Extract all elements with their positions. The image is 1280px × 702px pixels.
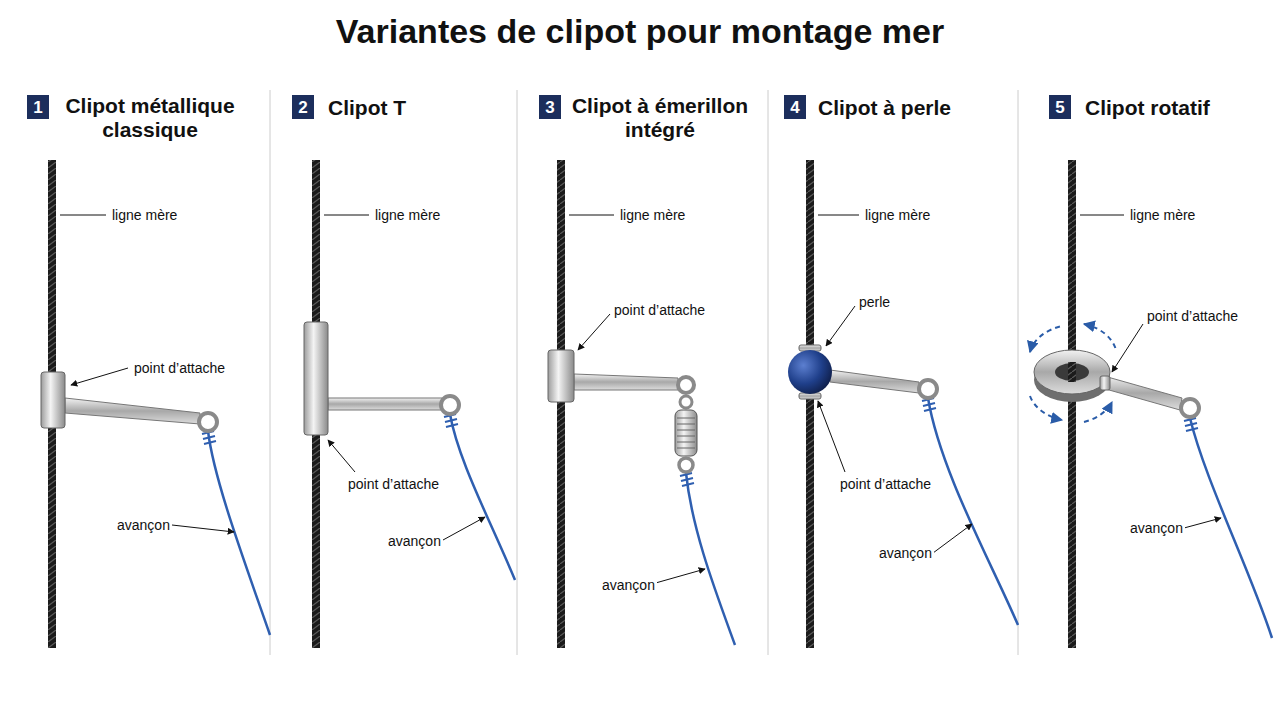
swivel-link [680,396,692,408]
part-label: avançon [1128,520,1185,536]
swivel-knurl [677,418,695,448]
panel-heading: Clipot rotatif [1085,96,1210,120]
part-label: perle [857,294,892,310]
clip-ring [919,380,937,398]
callout-leader [818,215,859,216]
rotation-arrow [1030,326,1062,352]
leader-line [928,398,1018,625]
callout-number-text: 1 [33,99,42,116]
callout-number: 5 [1049,95,1071,119]
divider [768,90,769,655]
rotation-arrow [1030,396,1062,420]
panel-heading: Clipot métallique classique [55,94,245,142]
diagram-title: Variantes de clipot pour montage mer [0,12,1280,51]
part-label: avançon [386,533,443,549]
main-line [1068,160,1076,648]
clip-sleeve [41,372,65,428]
part-label: avançon [115,517,172,533]
callout-number-text: 4 [790,99,799,116]
callout-leader [569,215,614,216]
panel-heading: Clipot T [328,96,406,120]
divider [270,90,271,655]
part-label: ligne mère [618,207,687,223]
leader-line [1190,418,1272,638]
rotation-arrow [1084,402,1112,422]
part-label: point d’attache [1145,308,1240,324]
part-label: ligne mère [1128,207,1197,223]
part-label: ligne mère [373,207,442,223]
swivel-ring-hole [1055,363,1089,381]
main-line [806,160,814,648]
swivel-ring [1034,350,1110,394]
callout-leader [443,517,485,540]
leader-line [208,431,270,635]
leader-line [450,414,515,580]
clip-arm [830,370,919,393]
clip-ring [1181,399,1199,417]
callout-number: 4 [784,95,806,119]
clip-t [304,160,515,648]
clip-ring [441,396,459,414]
clip-arm [328,398,442,410]
part-label: point d’attache [838,476,933,492]
leader-line [686,473,735,645]
part-label: avançon [600,577,657,593]
part-label: point d’attache [132,360,227,376]
clip-ring [678,377,694,393]
swivel-barrel [675,410,697,456]
panel-heading: Clipot à émerillon intégré [565,94,755,142]
clip-arm [1102,376,1182,410]
clip-sleeve [304,322,328,435]
clip-ring [199,413,217,431]
clip-arm [574,374,678,390]
callout-leader [826,306,855,346]
clip-hinge [1100,376,1110,390]
rotation-arrow [1084,324,1116,350]
callout-number: 1 [27,95,49,119]
callout-number-text: 5 [1055,99,1064,116]
main-line [1068,362,1076,382]
callout-leader [172,525,234,532]
callout-leader [818,401,845,472]
callout-leader [652,569,705,584]
line-wrap [680,473,694,486]
part-label: avançon [877,545,934,561]
clip-swivel [548,160,735,648]
bead [788,350,832,394]
callout-number-text: 3 [545,99,554,116]
part-label: point d’attache [612,302,707,318]
clip-bead [788,160,1018,648]
panel-dividers [270,90,1018,655]
callout-leader [324,215,369,216]
divider [1018,90,1019,655]
clip-sleeve [548,350,574,402]
divider [517,90,518,655]
callout-number: 3 [539,95,561,119]
part-label: point d’attache [346,476,441,492]
callout-leader [328,440,355,472]
callout-leader [578,314,610,350]
callout-leader [933,524,972,553]
panel-heading: Clipot à perle [818,96,951,120]
callout-number: 2 [292,95,314,119]
callout-leader [1112,324,1143,372]
part-label: ligne mère [863,207,932,223]
clip-rotating [1030,160,1272,648]
clip-arm [65,398,200,424]
part-label: ligne mère [110,207,179,223]
main-line [557,160,565,648]
callout-leader [71,368,128,385]
swivel-ring [679,458,693,472]
callout-number-text: 2 [298,99,307,116]
callout-leader [60,215,106,216]
callout-leader [1080,215,1124,216]
callout-leader [1184,518,1221,528]
clip-classic [41,160,270,648]
line-wrap [1184,418,1198,431]
